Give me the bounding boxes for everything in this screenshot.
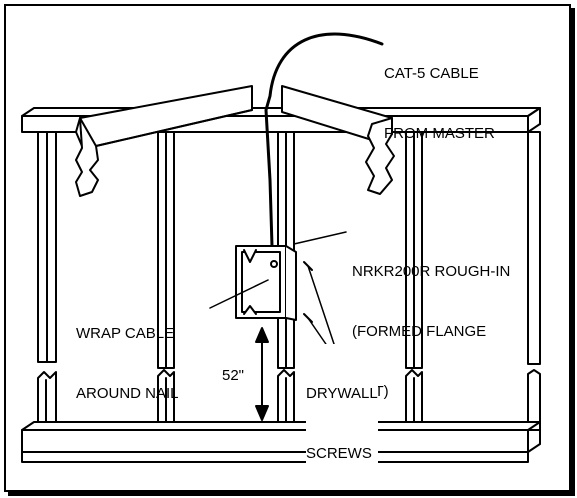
screws-label-line1: DRYWALL [306, 385, 378, 402]
cable-label-line2: FROM MASTER [384, 125, 495, 142]
roughin-label-line2: (FORMED FLANGE [352, 323, 487, 340]
wrap-label-line2: AROUND NAIL [76, 385, 179, 402]
wrap-label-line1: WRAP CABLE [76, 325, 175, 342]
stud-stubs [37, 369, 541, 431]
cat5-cable [264, 32, 384, 302]
left-joist [75, 85, 253, 197]
roughin-bracket [235, 245, 297, 321]
bottom-plate [21, 421, 541, 463]
height-label: 52" [222, 367, 245, 384]
roughin-label-line1: NRKR200R ROUGH-IN [352, 263, 511, 280]
cable-label-line1: CAT-5 CABLE [384, 65, 479, 82]
right-joist [281, 85, 395, 195]
screws-label-line2: SCREWS [306, 445, 372, 462]
drywall-screws [303, 261, 313, 323]
height-dimension-arrow [255, 327, 269, 421]
